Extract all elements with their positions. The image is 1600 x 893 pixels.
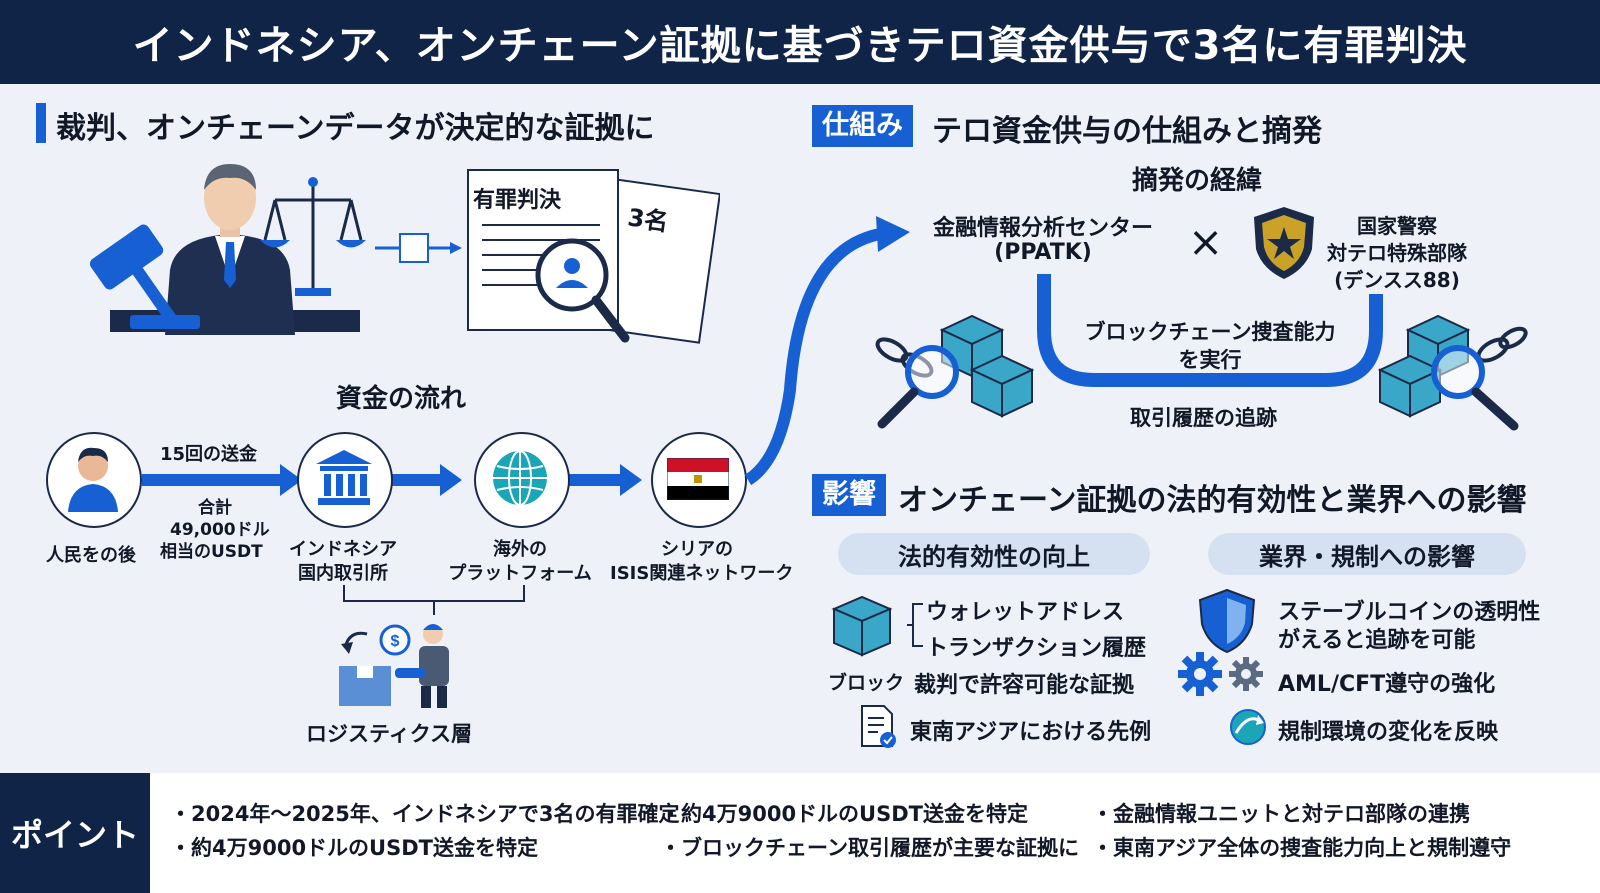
flow-node-globe-label1: 海外の [493,539,547,560]
flow-arrows [142,464,642,496]
total-line3: 相当のUSDT [160,542,263,562]
stablecoin-line2: がえると追跡を可能 [1278,628,1476,653]
police-line3: (デンスス88) [1334,268,1460,292]
collaboration-times: × [1188,217,1224,266]
flow-node-bank-label1: インドネシア [289,539,397,560]
page-title: インドネシア、オンチェーン証拠に基づきテロ資金供与で3名に有罪判決 [0,0,1600,84]
block-link-lines [907,603,923,647]
point-item: ・約4万9000ドルのUSDT送金を特定 [660,802,1028,826]
mechanism-subheading: 摘発の経緯 [1132,166,1263,196]
flag-icon [667,458,729,500]
verdict-documents [467,169,720,344]
trace-label: 取引履歴の追跡 [1130,406,1277,430]
logistics-label: ロジスティクス層 [306,722,473,746]
admissible-evidence-label: 裁判で許容可能な証拠 [914,673,1135,698]
legal-validity-pill: 法的有効性の向上 [838,533,1150,575]
industry-impact-pill: 業界・規制への影響 [1208,533,1526,575]
flow-title: 資金の流れ [336,384,467,414]
gear-icon [1178,652,1263,696]
doc-verdict-label: 有罪判決 [473,188,562,213]
mechanism-heading: テロ資金供与の仕組みと摘発 [932,114,1322,149]
ppatk-line2: (PPATK) [994,240,1092,265]
points-bar [0,773,1600,893]
police-line1: 国家警察 [1357,214,1437,238]
flow-to-mechanism-arrow [744,216,910,486]
impact-tag: 影響 [812,474,886,516]
flow-node-syria-label1: シリアの [661,539,733,560]
left-section-heading: 裁判、オンチェーンデータが決定的な証拠に [56,111,655,146]
document-check-icon [861,705,896,748]
capability-line2: を実行 [1178,348,1242,372]
blockchain-magnifier-left-icon [875,314,1035,429]
precedent-label: 東南アジアにおける先例 [910,720,1152,745]
total-line2: 49,000ドル [170,520,270,540]
police-line2: 対テロ特殊部隊 [1327,241,1467,265]
doc-count-label: 3名 [625,203,671,237]
svg-text:$: $ [391,633,400,650]
tx-history-label: トランザクション履歴 [926,636,1147,661]
collaboration-connector [1037,274,1383,387]
flow-node-person-label: 人民をの後 [46,545,136,566]
points-label: ポイント [0,773,150,893]
bank-icon [316,450,372,505]
capability-line1: ブロックチェーン捜査能力 [1084,320,1336,344]
transfer-count: 15回の送金 [160,444,258,465]
section-marker [36,103,46,143]
regulation-label: 規制環境の変化を反映 [1278,720,1499,745]
judge-illustration [89,164,462,335]
person-icon [68,447,118,512]
flow-node-syria-label2: ISIS関連ネットワーク [610,563,794,584]
block-label: ブロック [828,672,905,694]
point-item: ・2024年〜2025年、インドネシアで3名の有罪確定 [170,802,680,826]
impact-heading: オンチェーン証拠の法的有効性と業界への影響 [898,483,1527,518]
police-badge-icon [1254,207,1314,279]
flow-node-bank-label2: 国内取引所 [298,563,388,584]
blockchain-magnifier-right-icon [1378,314,1528,431]
point-item: ・金融情報ユニットと対テロ部隊の連携 [1092,802,1470,826]
stablecoin-line1: ステーブルコインの透明性 [1278,600,1541,625]
flow-node-globe-label2: プラットフォーム [448,563,592,584]
logistics-bracket [343,585,525,615]
globe-icon [493,450,547,506]
mechanism-tag: 仕組み [812,105,913,147]
total-line1: 合計 [198,498,232,518]
point-item: ・約4万9000ドルのUSDT送金を特定 [170,836,538,860]
flow-node-bank [297,432,393,528]
shield-icon [1198,588,1256,654]
block-cube-icon [831,595,893,657]
point-item: ・東南アジア全体の捜査能力向上と規制遵守 [1092,836,1512,860]
ppatk-line1: 金融情報分析センター [932,216,1153,241]
logistics-icon: $ [339,624,449,708]
wallet-address-label: ウォレットアドレス [926,600,1125,625]
point-item: ・ブロックチェーン取引履歴が主要な証拠に [660,836,1079,860]
aml-label: AML/CFT遵守の強化 [1278,672,1496,697]
globe-refresh-icon [1230,709,1266,745]
